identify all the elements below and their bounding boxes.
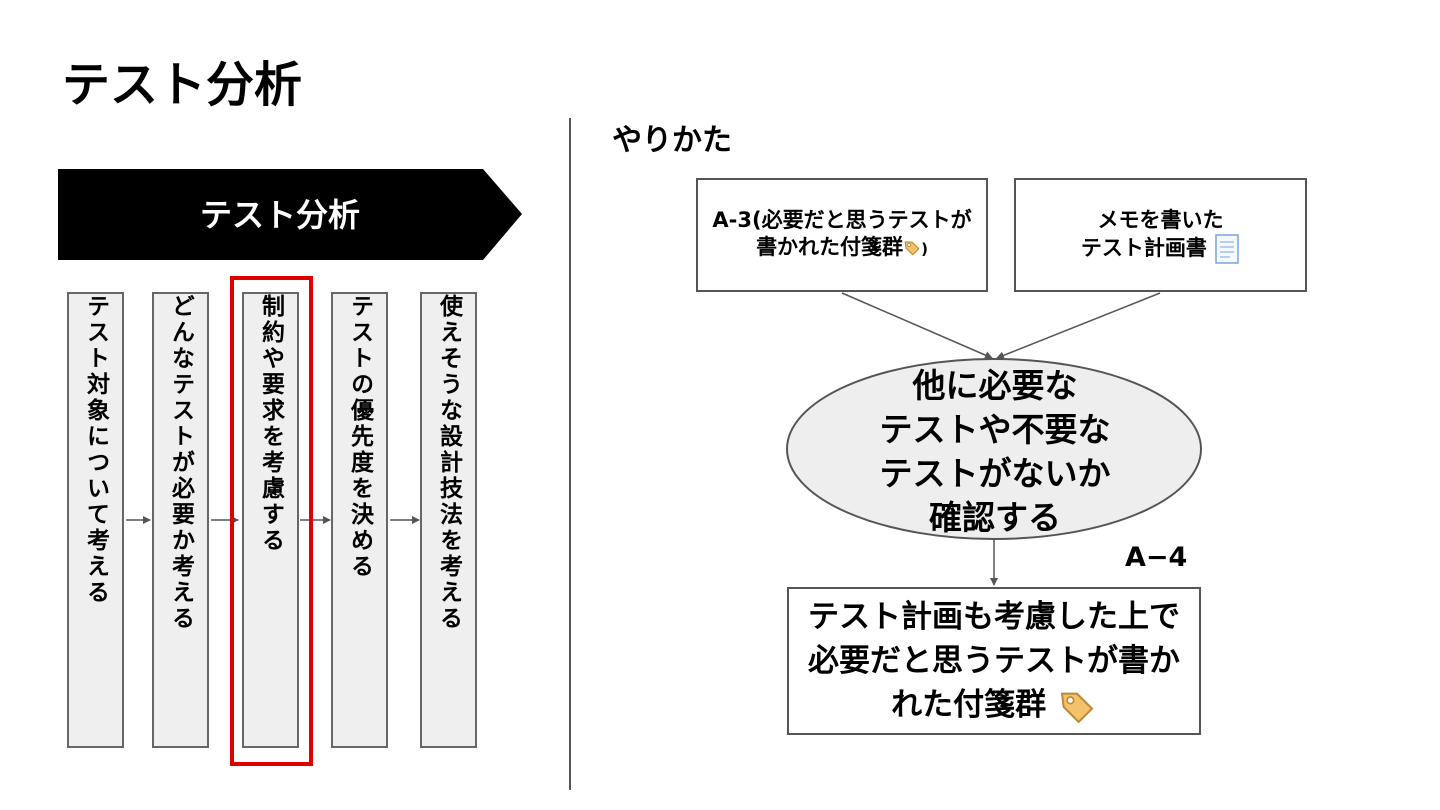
highlight-frame	[230, 276, 313, 766]
ellipse-line-3: テストがないか	[879, 454, 1111, 493]
input-a3-text: A-3(必要だと思うテストが書かれた付箋群	[712, 208, 972, 259]
output-text: テスト計画も考慮した上で必要だと思うテストが書かれた付箋群	[808, 599, 1180, 723]
output-box: テスト計画も考慮した上で必要だと思うテストが書かれた付箋群	[787, 587, 1201, 735]
step-box-1: テスト対象について考える	[67, 292, 124, 748]
step-box-2: どんなテストが必要か考える	[152, 292, 209, 748]
input-box-a3: A-3(必要だと思うテストが書かれた付箋群)	[696, 178, 988, 292]
process-banner	[58, 169, 522, 260]
step-label: 使えそうな設計技法を考える	[435, 294, 462, 632]
input-box-memo: メモを書いた テスト計画書	[1014, 178, 1307, 292]
label-tag-icon	[1060, 692, 1094, 723]
page-title: テスト分析	[62, 57, 303, 113]
step-box-5: 使えそうな設計技法を考える	[420, 292, 477, 748]
step-label: テストの優先度を決める	[346, 294, 373, 580]
input-a3-closing: )	[921, 240, 928, 258]
flow-arrow-memo	[996, 292, 1161, 360]
step-box-3: 制約や要求を考慮する	[242, 292, 299, 748]
section-divider	[569, 118, 571, 790]
step-label-a4: A−4	[1125, 542, 1188, 573]
ellipse-line-2: テストや不要な	[879, 410, 1111, 449]
banner-label: テスト分析	[199, 196, 360, 234]
label-tag-icon	[904, 241, 920, 256]
howto-heading: やりかた	[612, 123, 732, 158]
check-ellipse	[786, 358, 1202, 540]
step-box-4: テストの優先度を決める	[331, 292, 388, 748]
memo-line-2: テスト計画書	[1080, 235, 1207, 260]
check-ellipse-text: 他に必要な テストや不要な テストがないか 確認する	[800, 362, 1190, 542]
flow-arrow-a3	[841, 292, 993, 359]
memo-line-1: メモを書いた	[1097, 207, 1224, 232]
step-label: テスト対象について考える	[82, 294, 109, 606]
ellipse-line-1: 他に必要な	[912, 366, 1078, 405]
step-label: 制約や要求を考慮する	[257, 294, 284, 554]
step-label: どんなテストが必要か考える	[167, 294, 194, 632]
ellipse-line-4: 確認する	[929, 498, 1061, 537]
page-icon	[1215, 233, 1239, 264]
